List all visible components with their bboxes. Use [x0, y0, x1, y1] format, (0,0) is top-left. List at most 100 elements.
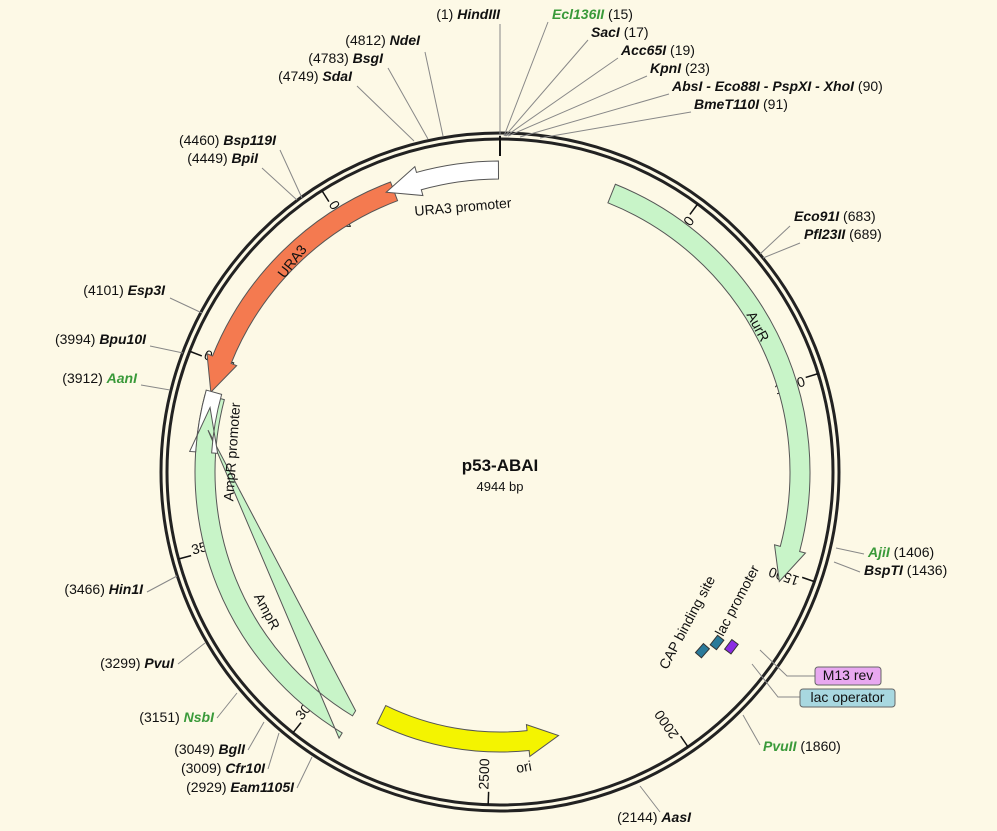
ori-label: ori — [515, 757, 533, 775]
site-label-eam1105i: (2929) Eam1105I — [186, 779, 295, 795]
site-label-ajii: AjiI (1406) — [867, 544, 934, 560]
site-name-aani: AanI — [106, 370, 138, 386]
site-label-cfr10i: (3009) Cfr10I — [181, 760, 266, 776]
site-connectors — [140, 21, 865, 813]
site-label-absi: AbsI - Eco88I - PspXI - XhoI (90) — [671, 78, 883, 94]
connector-cfr10i — [267, 732, 280, 770]
site-name-nsbi: NsbI — [184, 709, 215, 725]
site-pos-bgli: (3049) — [174, 741, 218, 757]
connector-eco91i — [759, 225, 791, 255]
tick-4500 — [321, 190, 330, 203]
tick-1000 — [805, 372, 819, 379]
ampr-arrow — [194, 393, 357, 740]
connector-absi — [519, 93, 670, 138]
connector-bmet110i — [539, 111, 692, 139]
site-name-esp3i: Esp3I — [128, 282, 166, 298]
site-label-bgli: (3049) BglI — [174, 741, 246, 757]
site-pos-nsbi: (3151) — [139, 709, 183, 725]
connector-saci — [504, 39, 589, 137]
ampr-promoter-label: AmpR promoter — [220, 402, 243, 502]
site-pos-eco91i: (683) — [839, 208, 876, 224]
site-label-pfl23ii: Pfl23II (689) — [804, 226, 882, 242]
lac-operator-mark — [709, 634, 725, 651]
site-label-nsbi: (3151) NsbI — [139, 709, 215, 725]
site-pos-bspti: (1436) — [903, 562, 947, 578]
lac-operator-label-box — [799, 688, 896, 708]
site-label-sdai: (4749) SdaI — [278, 68, 353, 84]
m13-rev-label-box — [814, 666, 882, 686]
tick-4000 — [189, 350, 203, 357]
ura3-promoter-label: URA3 promoter — [414, 194, 513, 218]
site-pos-aasi: (2144) — [617, 809, 661, 825]
site-pos-pfl23ii: (689) — [845, 226, 882, 242]
site-name-bpii: BpiI — [232, 150, 260, 166]
site-pos-acc65i: (19) — [666, 42, 695, 58]
site-pos-bsgi: (4783) — [308, 50, 352, 66]
m13-rev-mark — [723, 638, 739, 655]
site-name-pvuii: PvuII — [763, 738, 798, 754]
site-label-aani: (3912) AanI — [62, 370, 138, 386]
connector-bsgi — [387, 67, 429, 140]
ura3-promoter-arrow — [385, 160, 500, 197]
site-name-bspti: BspTI — [864, 562, 904, 578]
tick-500 — [689, 203, 699, 215]
connector-nsbi — [216, 692, 238, 719]
connector-sdai — [356, 85, 415, 142]
site-pos-ecl136ii: (15) — [604, 6, 633, 22]
site-name-ajii: AjiI — [867, 544, 891, 560]
site-pos-hin1i: (3466) — [64, 581, 108, 597]
ori-arrow — [376, 704, 560, 758]
site-label-pvui: (3299) PvuI — [100, 655, 175, 671]
site-pos-cfr10i: (3009) — [181, 760, 225, 776]
connector-bsp119i — [279, 149, 303, 199]
plasmid-name: p53-ABAI — [462, 456, 539, 475]
site-label-hin1i: (3466) Hin1I — [64, 581, 144, 597]
site-name-ndei: NdeI — [390, 32, 421, 48]
site-name-aasi: AasI — [660, 809, 692, 825]
tick-1500 — [801, 576, 815, 583]
tick-3500 — [178, 554, 192, 560]
m13-rev-label: M13 rev — [823, 667, 874, 683]
tick-2000 — [680, 735, 689, 748]
site-pos-bpu10i: (3994) — [55, 331, 99, 347]
connector-bpii — [261, 167, 298, 201]
site-name-eco91i: Eco91I — [794, 208, 840, 224]
site-label-bmet110i: BmeT110I (91) — [694, 96, 788, 112]
site-pos-hindiii: (1) — [436, 6, 457, 22]
site-label-eco91i: Eco91I (683) — [794, 208, 876, 224]
site-label-esp3i: (4101) Esp3I — [83, 282, 166, 298]
site-pos-bpii: (4449) — [187, 150, 231, 166]
site-name-bmet110i: BmeT110I — [694, 96, 760, 112]
cap-site-mark — [694, 642, 711, 659]
connector-ajii — [835, 547, 865, 555]
connector-aani — [140, 384, 171, 391]
site-label-hindiii: (1) HindIII — [436, 6, 501, 22]
site-labels: (1) HindIII(4812) NdeI(4783) BsgI(4749) … — [55, 6, 947, 825]
site-name-bpu10i: Bpu10I — [99, 331, 147, 347]
site-pos-ndei: (4812) — [345, 32, 389, 48]
site-label-bspti: BspTI (1436) — [864, 562, 947, 578]
connector-esp3i — [169, 297, 203, 314]
site-pos-bmet110i: (91) — [759, 96, 788, 112]
site-pos-bsp119i: (4460) — [179, 132, 223, 148]
site-name-ecl136ii: Ecl136II — [552, 6, 605, 22]
site-pos-esp3i: (4101) — [83, 282, 127, 298]
site-name-hin1i: Hin1I — [109, 581, 144, 597]
tick-3000 — [292, 722, 302, 734]
site-label-acc65i: Acc65I (19) — [620, 42, 695, 58]
connector-ndei — [424, 51, 444, 137]
site-label-ndei: (4812) NdeI — [345, 32, 421, 48]
lac-op-connector — [751, 663, 800, 698]
site-name-pfl23ii: Pfl23II — [804, 226, 846, 242]
site-label-ecl136ii: Ecl136II (15) — [552, 6, 633, 22]
connector-eam1105i — [296, 756, 313, 789]
aurr-arrow — [607, 183, 811, 583]
connector-ecl136ii — [503, 21, 549, 137]
connector-hin1i — [146, 575, 178, 593]
connector-pfl23ii — [762, 242, 801, 259]
site-name-hindiii: HindIII — [457, 6, 501, 22]
site-label-bsp119i: (4460) Bsp119I — [179, 132, 277, 148]
lac-promoter-label: lac promoter — [712, 562, 763, 639]
